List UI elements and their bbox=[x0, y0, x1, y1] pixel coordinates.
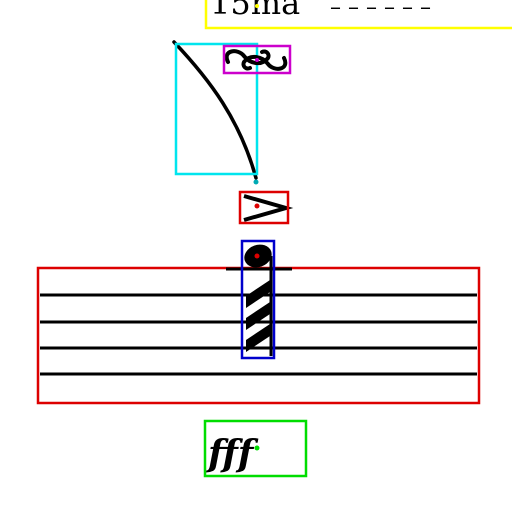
tremolo-icon bbox=[246, 280, 270, 352]
accent-bounding-box bbox=[238, 190, 290, 225]
note-bounding-box bbox=[240, 239, 276, 360]
turn-center-marker bbox=[255, 58, 259, 62]
note-with-tremolo bbox=[240, 239, 276, 360]
slur-bounding-box bbox=[174, 42, 259, 176]
ottava-dashes: – – – – – – bbox=[330, 0, 431, 20]
accent-center-marker bbox=[254, 203, 260, 209]
ottava-label: 15ma bbox=[210, 0, 300, 22]
accent-icon bbox=[243, 194, 294, 222]
ottava-marking: 15ma – – – – – – bbox=[204, 0, 512, 30]
accent bbox=[238, 190, 294, 225]
turn-ornament-icon bbox=[224, 49, 288, 71]
slur bbox=[172, 40, 259, 185]
dynamic-label: fff bbox=[205, 433, 259, 475]
slur-icon bbox=[172, 40, 258, 180]
turn-ornament bbox=[222, 44, 292, 75]
slur-endpoint-marker bbox=[253, 179, 259, 185]
dynamic-marking: fff bbox=[203, 419, 308, 478]
ottava-bounding-box bbox=[204, 0, 512, 30]
notehead-center-marker bbox=[254, 253, 260, 259]
ottava-center-marker bbox=[255, 4, 259, 8]
dynamic-bounding-box bbox=[203, 419, 308, 478]
turn-bounding-box bbox=[222, 44, 292, 75]
dynamic-center-marker bbox=[254, 445, 260, 451]
